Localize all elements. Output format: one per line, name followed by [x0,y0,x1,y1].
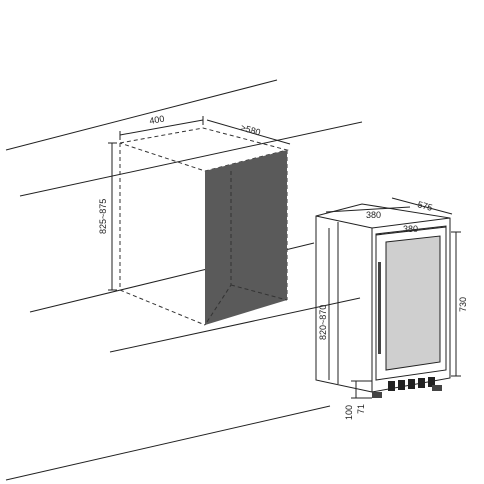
floor-front-line [109,297,361,353]
wall-top-line [5,79,278,151]
door-handle [378,262,381,354]
vent-grille [388,377,435,391]
base-label: 71 [356,404,366,414]
niche-depth-dimline [206,119,291,145]
foot-left [372,392,382,398]
top-width-label: 380 [366,210,381,220]
depth-label: 575 [416,199,433,213]
feet-label: 100 [344,405,354,420]
door-frame [375,225,447,381]
top-width-dimline [325,206,411,213]
niche-height-label: 825~875 [98,199,108,234]
niche-cavity [205,150,287,325]
appliance-top-front-edge [315,215,373,229]
front-width-dimline [375,226,447,236]
total-height-label: 820~870 [318,305,328,340]
wall-mid-line [19,121,363,197]
niche-inner-floor [230,284,288,301]
niche-bottom-left-edge [119,289,206,326]
door-glass [385,235,441,371]
niche-depth-label: >580 [239,122,261,137]
niche-width-label: 400 [149,114,166,126]
front-width-label: 380 [403,224,418,234]
appliance-top-right-edge [371,217,451,229]
depth-dimline [391,197,453,215]
appliance-outline [315,203,451,393]
niche-width-dimline [119,119,204,136]
floor-near-line [5,405,331,481]
height-label: 730 [458,297,468,312]
foot-right [432,385,442,391]
